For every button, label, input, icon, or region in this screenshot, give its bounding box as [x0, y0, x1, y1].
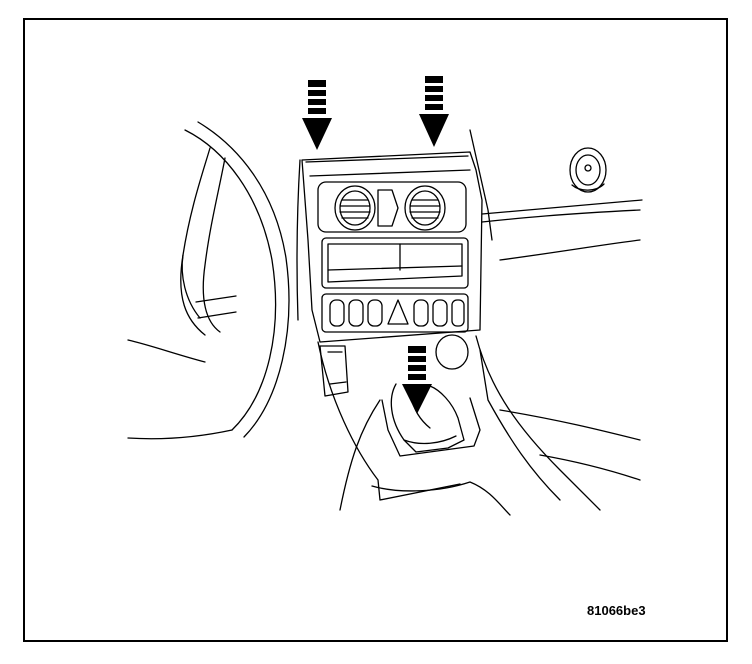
switch-panel: [321, 293, 469, 333]
center-stack-bezel: [301, 151, 483, 343]
dashboard: [296, 129, 643, 481]
lower-console: [317, 335, 601, 516]
down-arrow-icon: [402, 346, 432, 414]
down-arrow-icon: [302, 80, 332, 150]
down-arrow-icon: [419, 76, 449, 147]
hazard-triangle-icon: [387, 299, 409, 325]
air-vent-icon: [404, 185, 446, 231]
steering-wheel: [127, 121, 290, 440]
storage-pocket: [321, 237, 469, 289]
air-vent-icon: [334, 185, 376, 231]
air-vent-panel: [317, 181, 467, 233]
figure-id-label: 81066be3: [587, 603, 646, 618]
figure-frame: [23, 18, 728, 642]
shift-knob: [390, 334, 469, 453]
ignition-knob: [569, 147, 607, 193]
